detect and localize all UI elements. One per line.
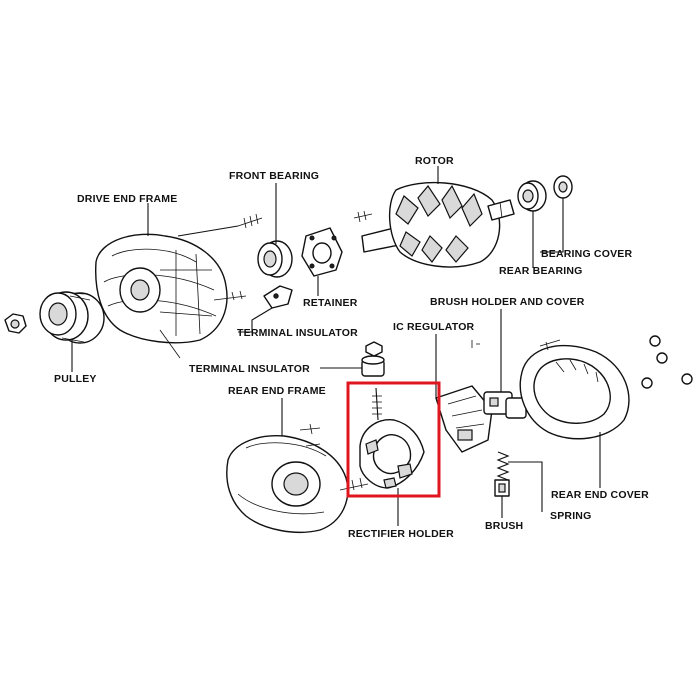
front-bearing [257,240,293,278]
terminal-insulator-lower [361,341,385,377]
rear-end-frame [226,423,369,533]
pulley [39,291,105,344]
bearing-cover [553,175,573,199]
label-spring: SPRING [550,510,592,522]
label-front-bearing: FRONT BEARING [229,170,320,182]
rectifier-holder [359,387,425,489]
label-retainer: RETAINER [303,297,358,309]
label-pulley: PULLEY [54,373,97,385]
pulley-nut [4,313,27,334]
label-ic-regulator: IC REGULATOR [393,321,475,333]
drive-end-frame [95,213,263,359]
brush-holder [471,340,527,419]
leader-lines [71,166,601,526]
label-rear-end-cover: REAR END COVER [551,489,649,501]
label-rotor: ROTOR [415,155,454,167]
label-terminal-insulator-lower: TERMINAL INSULATOR [189,363,310,375]
label-rear-end-frame: REAR END FRAME [228,385,326,397]
rear-bearing [517,180,547,212]
label-brush-holder-and-cover: BRUSH HOLDER AND COVER [430,296,585,308]
rotor [353,181,515,268]
label-brush: BRUSH [485,520,524,532]
label-rectifier-holder: RECTIFIER HOLDER [348,528,454,540]
label-rear-bearing: REAR BEARING [499,265,583,277]
ic-regulator [435,385,493,453]
cover-nuts [641,335,693,389]
highlight-box [346,381,441,498]
rear-end-cover [519,339,630,440]
label-drive-end-frame: DRIVE END FRAME [77,193,178,205]
brush [494,479,510,497]
terminal-insulator-upper [263,285,293,309]
label-terminal-insulator-upper: TERMINAL INSULATOR [237,327,358,339]
spring [496,451,510,481]
retainer [301,227,343,277]
label-bearing-cover: BEARING COVER [541,248,633,260]
